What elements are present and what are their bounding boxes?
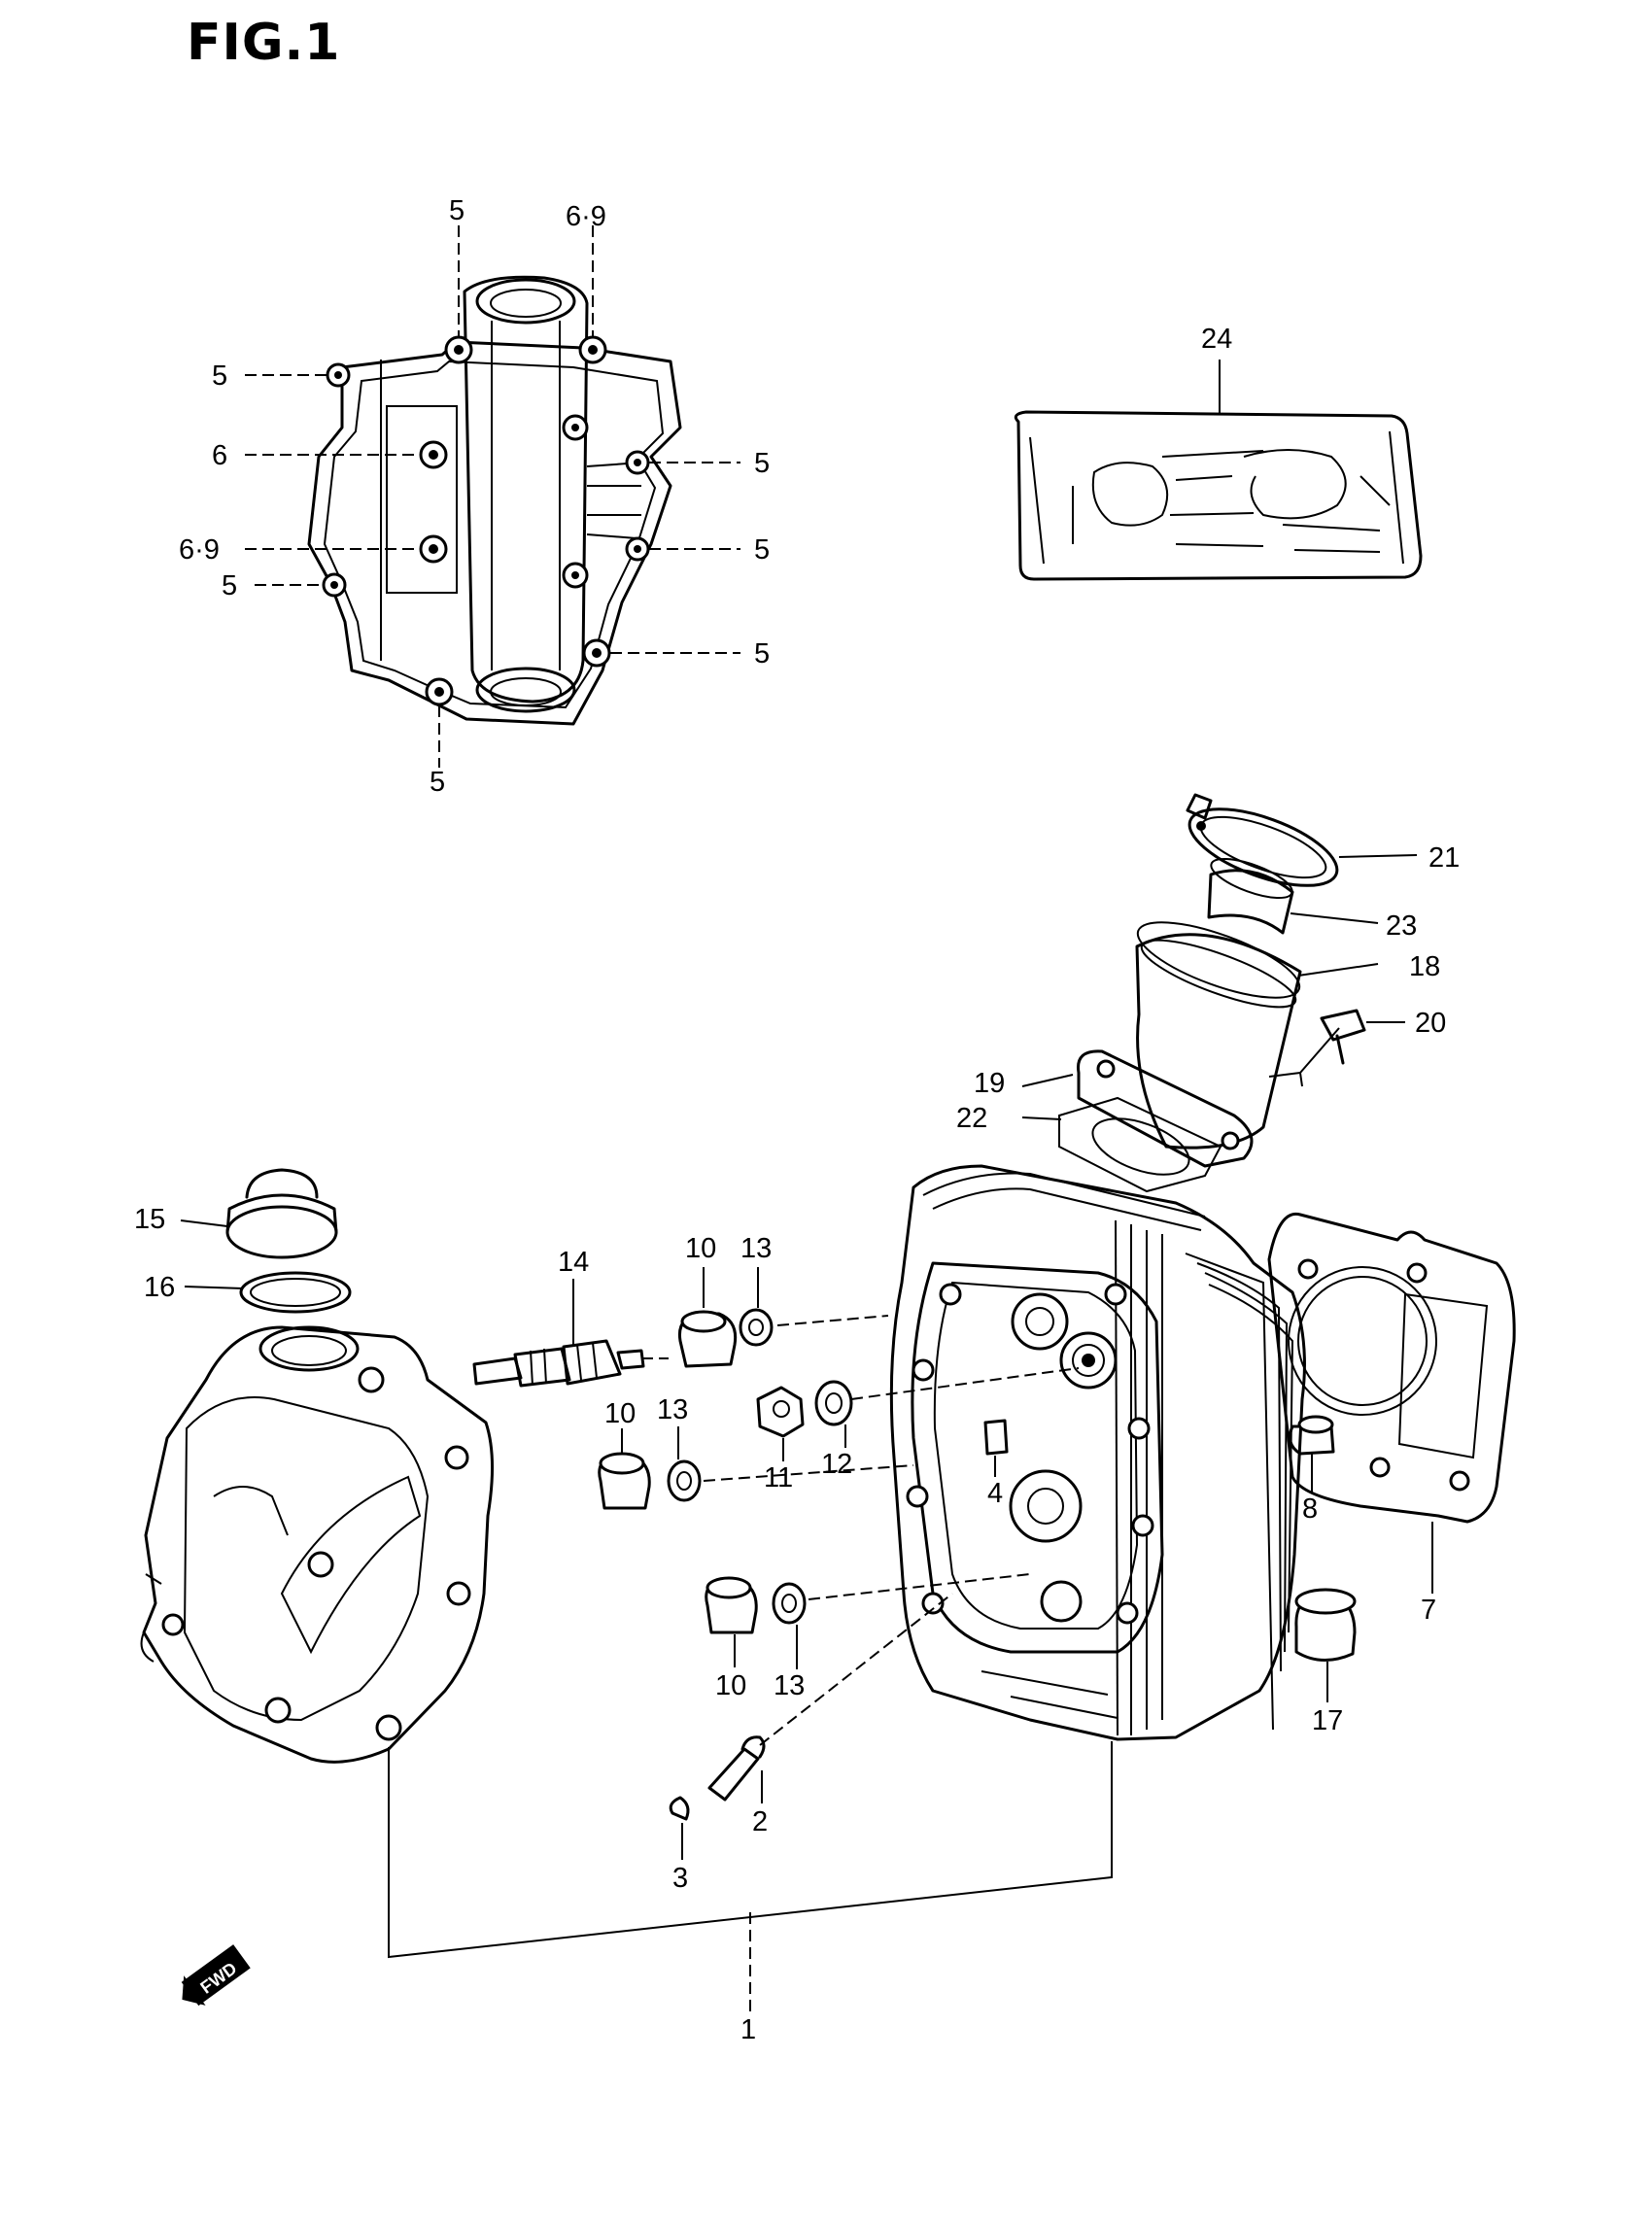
callout-6-left: 6 — [212, 440, 227, 471]
callout-13-lower: 13 — [774, 1670, 805, 1701]
assembly-bracket-1: 1 — [388, 1741, 1113, 2045]
callout-22: 22 — [956, 1103, 987, 1134]
callout-5-left-upper: 5 — [212, 360, 227, 392]
callout-4: 4 — [987, 1478, 1003, 1509]
callout-23: 23 — [1386, 910, 1417, 942]
callout-16: 16 — [144, 1272, 175, 1303]
callout-11: 11 — [764, 1462, 793, 1493]
valve-guide-and-clip: 2 3 — [669, 1593, 953, 1894]
callout-21: 21 — [1428, 842, 1460, 874]
callout-13-upper: 13 — [740, 1233, 772, 1264]
spark-plug-14: 14 — [472, 1247, 669, 1388]
callout-15: 15 — [134, 1204, 165, 1235]
callout-19: 19 — [974, 1068, 1005, 1099]
head-cover-assembly: 15 16 — [134, 1168, 494, 1764]
callout-3: 3 — [672, 1863, 688, 1894]
caps-and-washers: 10 13 11 12 10 13 10 13 — [598, 1233, 1080, 1701]
callout-6-9-top: 6·9 — [566, 201, 606, 232]
figure-title: FIG.1 — [187, 14, 341, 72]
callout-24: 24 — [1201, 324, 1232, 355]
callout-10-lower: 10 — [715, 1670, 746, 1701]
callout-12: 12 — [821, 1449, 852, 1480]
cylinder-head-body — [889, 1164, 1306, 1741]
callout-18: 18 — [1409, 951, 1440, 982]
intake-pipe-assembly: 21 23 18 20 19 22 — [956, 793, 1460, 1193]
fwd-arrow-icon: FWD — [181, 1944, 251, 2007]
callout-5-bottom: 5 — [430, 767, 445, 798]
callout-5-top: 5 — [449, 195, 465, 226]
callout-8: 8 — [1302, 1493, 1318, 1525]
callout-7: 7 — [1421, 1595, 1436, 1626]
callout-10-upper: 10 — [685, 1233, 716, 1264]
callout-5-left-lower: 5 — [222, 570, 237, 601]
cylinder-head-top-view: 5 6·9 5 6 6·9 5 5 5 5 5 — [179, 195, 770, 798]
callout-5-right-middle: 5 — [754, 534, 770, 566]
callout-13-middle: 13 — [657, 1394, 688, 1425]
gasket-set-24: 24 — [1014, 324, 1423, 581]
callout-6-9-left: 6·9 — [179, 534, 220, 566]
callout-2: 2 — [752, 1806, 768, 1837]
callout-17: 17 — [1312, 1705, 1343, 1736]
callout-20: 20 — [1415, 1008, 1446, 1039]
callout-1: 1 — [740, 2014, 756, 2045]
callout-5-right-lower: 5 — [754, 638, 770, 669]
callout-10-middle: 10 — [604, 1398, 636, 1429]
callout-5-right-upper: 5 — [754, 448, 770, 479]
cylinder-gasket-7: 7 8 — [1267, 1212, 1516, 1626]
plug-17: 17 — [1294, 1588, 1357, 1736]
callout-14: 14 — [558, 1247, 589, 1278]
bolt-holes — [322, 335, 650, 706]
